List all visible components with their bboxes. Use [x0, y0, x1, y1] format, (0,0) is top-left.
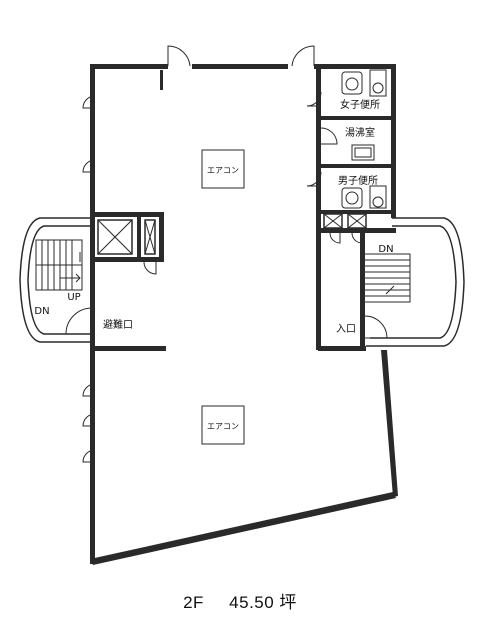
left-core	[90, 212, 164, 275]
floor-area: 45.50 坪	[229, 593, 297, 612]
left-wall-openings	[82, 95, 96, 463]
mens-toilet-label: 男子便所	[338, 174, 378, 187]
top-door-left	[167, 45, 191, 67]
outer-walls	[90, 64, 398, 565]
entrance-label: 入口	[336, 324, 356, 335]
left-stair-tower	[19, 217, 93, 343]
aircon-upper-label: エアコン	[207, 166, 239, 175]
service-core	[306, 64, 396, 350]
kitchenette-label: 湯沸室	[345, 126, 375, 139]
aircon-box-lower	[201, 405, 245, 445]
aircon-box-upper	[201, 149, 245, 189]
top-door-right	[291, 45, 315, 67]
right-stair-tower	[360, 217, 465, 347]
left-stair-up-label: UP	[67, 292, 80, 303]
left-stair-down-label: DN	[34, 306, 49, 317]
floor-number: 2F	[183, 593, 204, 612]
right-stair-down-label: DN	[378, 244, 393, 255]
aircon-lower-label: エアコン	[207, 422, 239, 431]
emergency-exit-label: 避難口	[103, 318, 133, 331]
column-mark	[160, 70, 163, 90]
womens-toilet-label: 女子便所	[340, 98, 380, 111]
bottom-windows	[177, 514, 307, 544]
floor-caption: 2F 45.50 坪	[0, 588, 480, 613]
